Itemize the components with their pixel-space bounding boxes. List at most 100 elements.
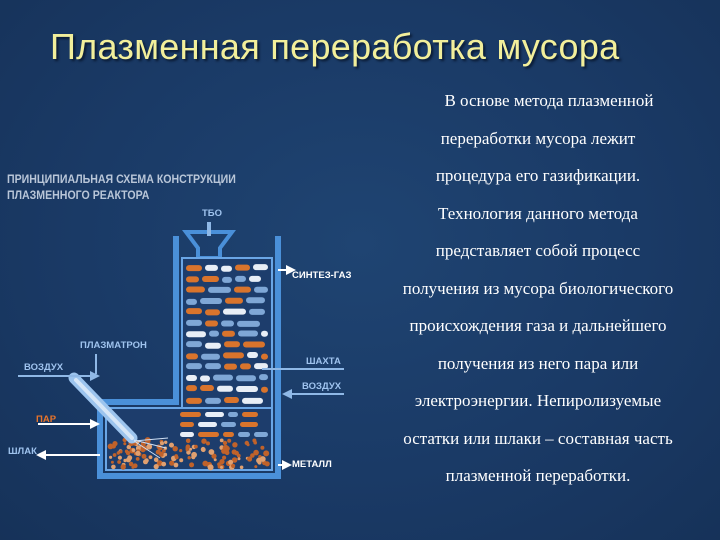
slag-pellet xyxy=(148,455,153,459)
waste-fill xyxy=(180,264,268,437)
slag-pellet xyxy=(119,450,123,454)
slide-title: Плазменная переработка мусора xyxy=(50,26,620,67)
waste-capsule xyxy=(247,352,258,359)
label-plasmatron: ПЛАЗМАТРОН xyxy=(80,340,147,351)
label-air-left: ВОЗДУХ xyxy=(24,362,64,373)
waste-capsule xyxy=(234,286,251,293)
body-line: процедура его газификации. xyxy=(435,166,641,185)
waste-capsule xyxy=(224,341,240,348)
slag-pellet xyxy=(234,450,239,456)
slag-pellet xyxy=(244,440,249,446)
waste-capsule xyxy=(202,275,219,282)
slag-pellet xyxy=(189,447,193,451)
slag-pellet xyxy=(237,457,241,461)
arrow-air-right xyxy=(282,389,344,399)
slag-pellet xyxy=(112,453,117,457)
slag-pellet xyxy=(109,455,113,459)
waste-capsule xyxy=(259,374,268,381)
slag-pellet xyxy=(260,445,265,450)
slag-pellet xyxy=(213,458,217,462)
slag-pellet xyxy=(206,441,210,446)
waste-capsule xyxy=(208,286,231,293)
waste-capsule xyxy=(253,264,268,271)
slag-pellet xyxy=(220,465,223,469)
label-slag: ШЛАК xyxy=(8,446,37,457)
waste-capsule xyxy=(186,265,202,272)
slag-pellet xyxy=(169,460,175,466)
waste-capsule xyxy=(235,264,250,271)
body-text: В основе метода плазменной переработки м… xyxy=(358,82,718,495)
plasma-jet xyxy=(133,437,169,459)
slag-pellet xyxy=(201,438,207,444)
slag-pellet xyxy=(194,444,198,449)
body-line: представляет собой процесс xyxy=(435,241,641,260)
slag-pellet xyxy=(191,451,198,458)
slag-pellet xyxy=(143,459,148,465)
body-line: В основе метода плазменной xyxy=(444,91,654,110)
slag-pellet xyxy=(253,440,257,445)
slag-pellet xyxy=(200,446,206,452)
diagram-caption-line: ПЛАЗМЕННОГО РЕАКТОРА xyxy=(7,190,150,202)
label-shaft: ШАХТА xyxy=(306,356,341,367)
slag-pellet xyxy=(211,453,217,459)
slag-pellet xyxy=(219,459,225,465)
body-line: переработки мусора лежит xyxy=(440,128,636,148)
waste-capsule xyxy=(261,330,268,337)
waste-capsule xyxy=(205,412,224,417)
slag-pellet xyxy=(173,462,179,468)
waste-capsule xyxy=(205,320,218,327)
waste-capsule xyxy=(242,397,263,404)
arrow-steam xyxy=(38,419,100,429)
waste-capsule xyxy=(222,330,235,337)
waste-capsule xyxy=(240,422,258,427)
waste-capsule xyxy=(186,385,197,392)
slag-pellet xyxy=(222,440,228,446)
slag-pellet xyxy=(231,463,236,468)
waste-capsule xyxy=(186,308,202,315)
waste-capsule xyxy=(205,363,221,370)
slag-pellet xyxy=(161,461,167,467)
plasma-reactor-diagram xyxy=(18,222,344,479)
slag-pellet xyxy=(123,442,127,446)
slag-pellet xyxy=(126,444,131,450)
waste-capsule xyxy=(246,297,265,304)
waste-capsule xyxy=(186,298,197,305)
waste-capsule xyxy=(236,386,258,393)
label-metal: МЕТАЛЛ xyxy=(292,459,332,470)
waste-capsule xyxy=(235,275,246,282)
waste-capsule xyxy=(254,363,268,370)
slag-pellet xyxy=(222,444,229,451)
slag-pellet xyxy=(174,455,179,460)
waste-capsule xyxy=(261,353,268,360)
label-tbo: ТБО xyxy=(202,208,223,219)
slag-pellet xyxy=(247,456,253,462)
waste-capsule xyxy=(254,432,268,437)
waste-capsule xyxy=(238,432,250,437)
waste-capsule xyxy=(249,275,261,282)
slag-pellet xyxy=(153,457,159,463)
slag-pellet xyxy=(163,452,168,457)
arrow-syngas xyxy=(278,265,296,275)
slag-pellet xyxy=(227,438,232,443)
waste-capsule xyxy=(209,330,219,337)
waste-capsule xyxy=(242,412,258,417)
slag-pellet xyxy=(162,449,166,453)
slag-pellet xyxy=(131,465,135,469)
slag-pellet xyxy=(185,444,191,450)
slag-pellet xyxy=(125,450,131,456)
waste-capsule xyxy=(180,422,194,427)
slag-pellet xyxy=(172,446,178,452)
diagram-caption: ПРИНЦИПИАЛЬНАЯ СХЕМА КОНСТРУКЦИИ ПЛАЗМЕН… xyxy=(7,172,236,204)
slag-pellet xyxy=(164,440,168,444)
waste-capsule xyxy=(221,422,236,427)
waste-capsule xyxy=(201,353,220,360)
waste-capsule xyxy=(225,297,243,304)
slag-pellet xyxy=(117,455,122,460)
waste-capsule xyxy=(200,375,210,382)
slag-pellet xyxy=(169,442,174,448)
waste-capsule xyxy=(180,412,201,417)
slag-pellet xyxy=(253,449,259,456)
waste-capsule xyxy=(237,320,260,327)
waste-capsule xyxy=(186,341,202,348)
label-steam: ПАР xyxy=(36,414,57,425)
